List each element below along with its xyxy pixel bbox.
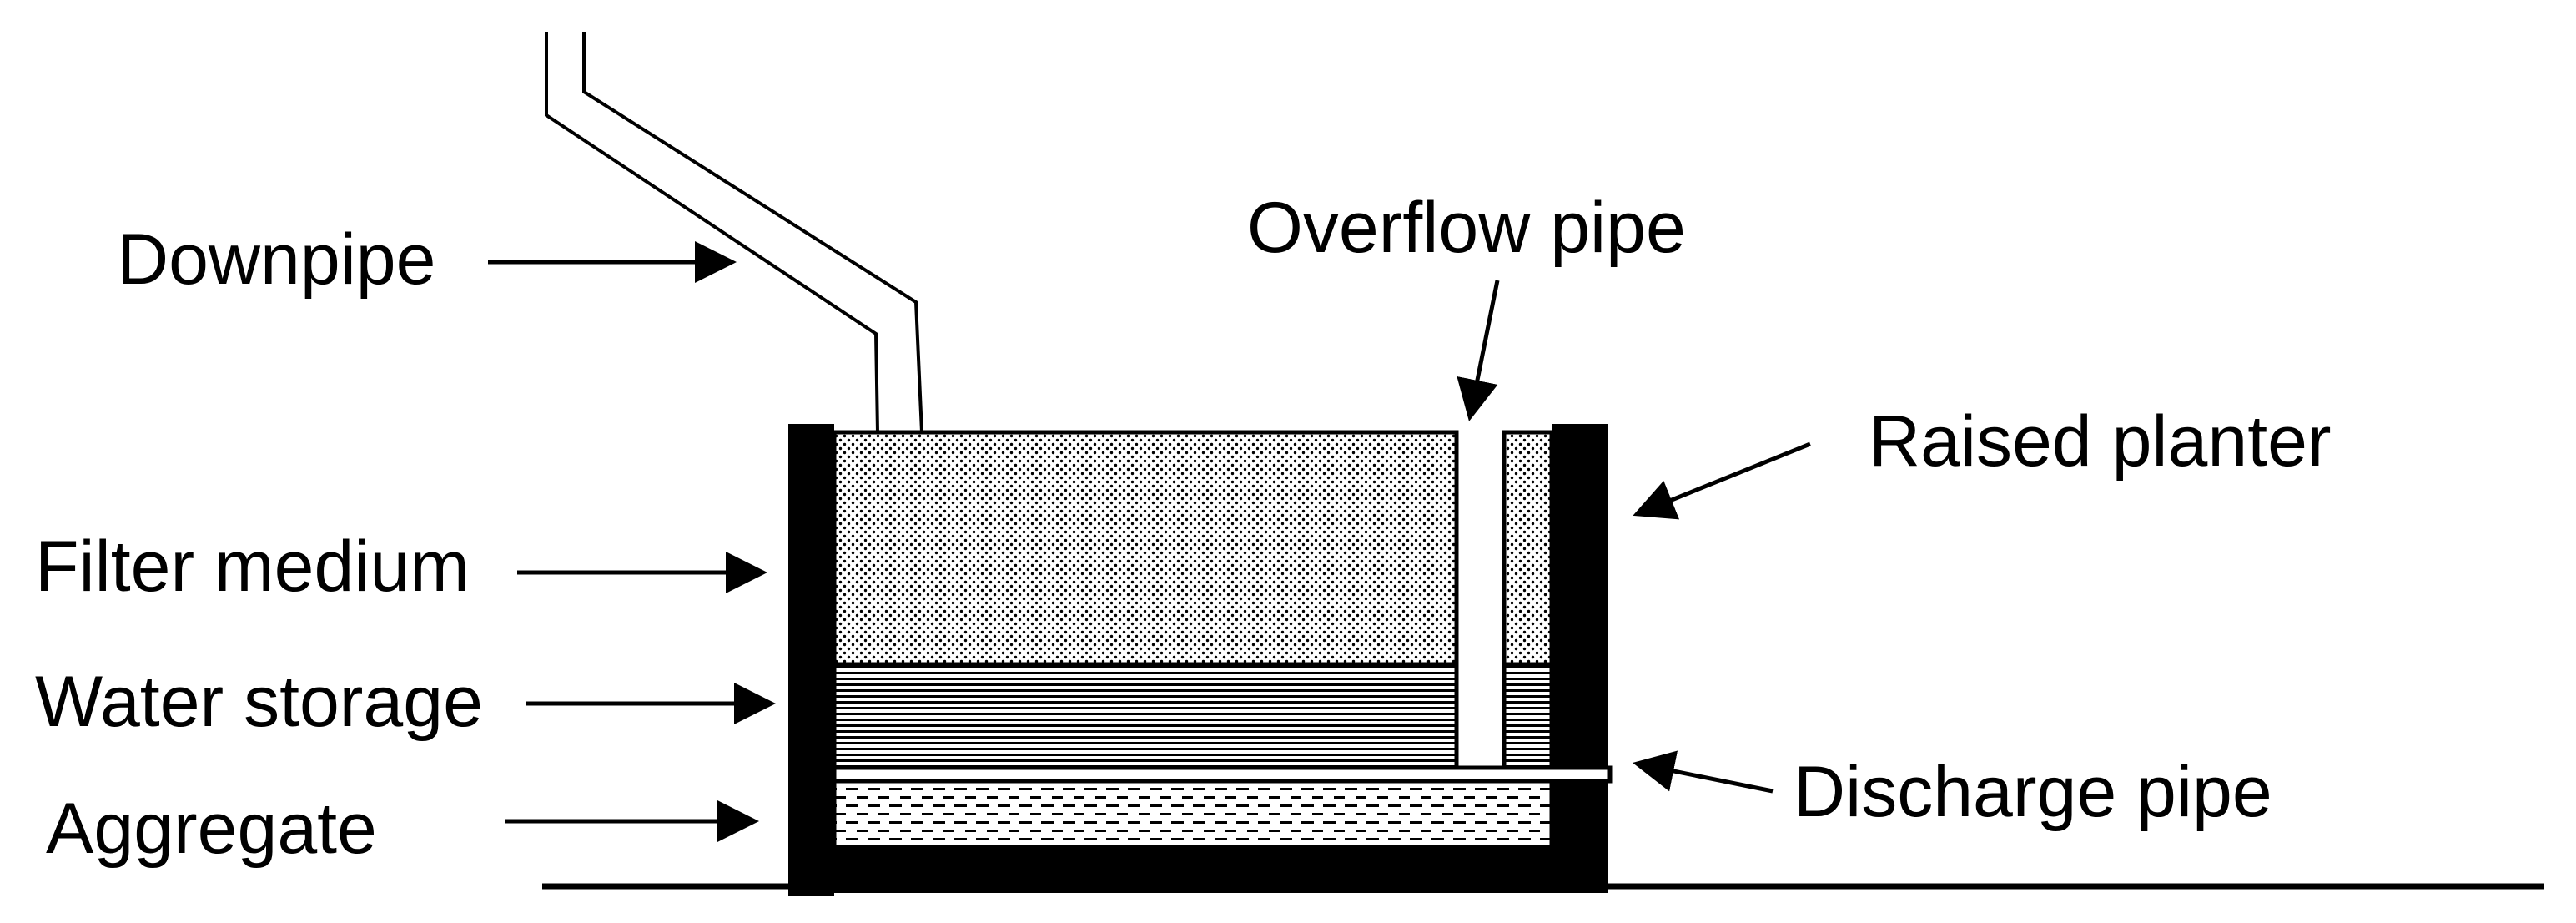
- raised-planter-label: Raised planter: [1869, 401, 2332, 482]
- filter-medium-layer-right: [1502, 430, 1554, 667]
- discharge-pipe-label: Discharge pipe: [1794, 752, 2272, 832]
- downpipe: [545, 32, 923, 433]
- downpipe-label: Downpipe: [117, 219, 435, 300]
- overflow-pipe-arrow: [1457, 280, 1500, 421]
- planter-right-wall: [1552, 424, 1608, 891]
- filter-medium-layer: [832, 430, 1459, 667]
- overflow-pipe-label: Overflow pipe: [1247, 188, 1686, 268]
- water-storage-label: Water storage: [35, 662, 483, 742]
- water-storage-layer: [832, 662, 1459, 770]
- aggregate-label: Aggregate: [46, 789, 377, 869]
- discharge-pipe-arrow: [1633, 750, 1774, 794]
- raised-planter-arrow: [1633, 441, 1811, 520]
- planter-left-wall: [788, 424, 834, 896]
- aggregate-layer: [832, 779, 1554, 850]
- water-storage-layer-right: [1502, 662, 1554, 770]
- planter-base: [788, 847, 1608, 893]
- filter-medium-label: Filter medium: [35, 527, 470, 607]
